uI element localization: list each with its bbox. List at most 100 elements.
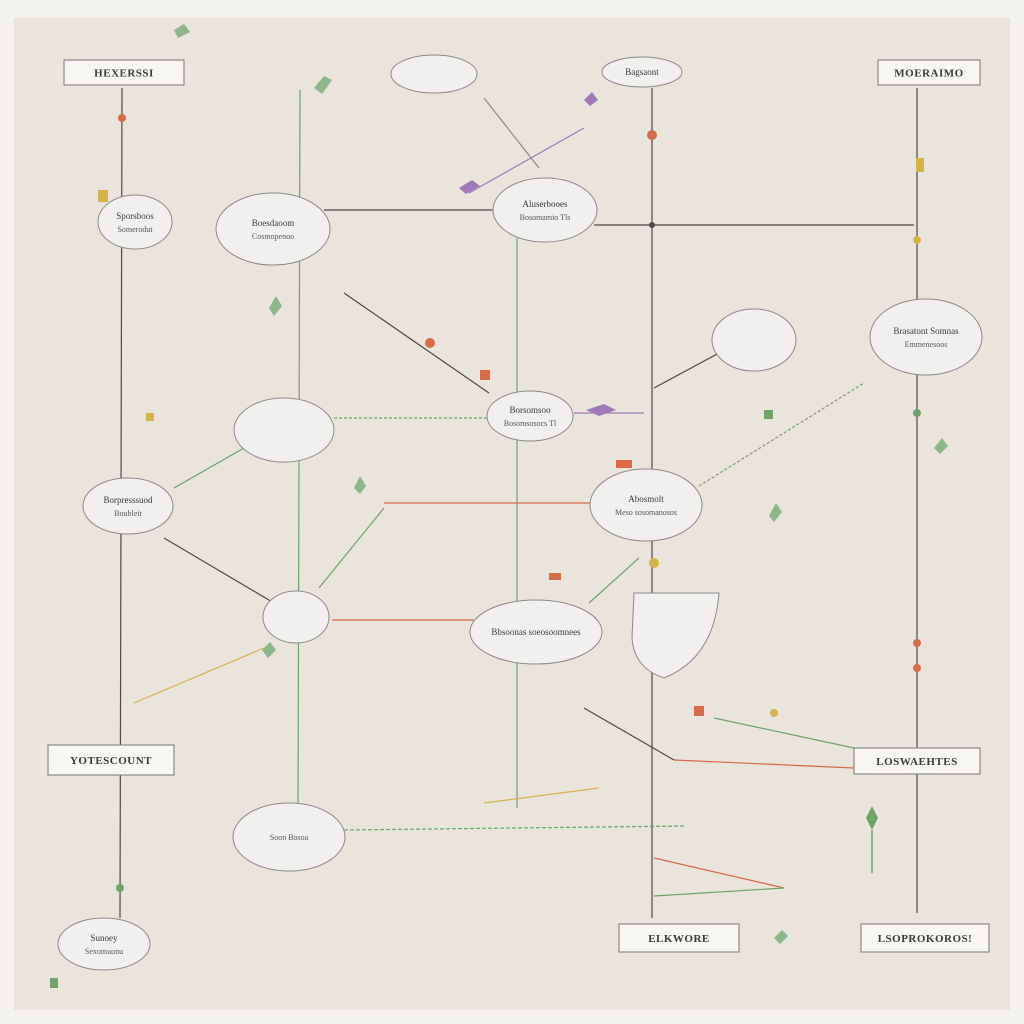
node-shape [869,298,983,376]
node-n12[interactable] [262,590,330,644]
marker-square [50,978,58,988]
node-label: Bbsoonas soeosoomnees [491,627,581,637]
node-shape [469,599,603,665]
label-box-mr[interactable]: LOSWAEHTES [853,747,981,775]
node-shape [82,477,174,535]
label-box-bc[interactable]: ELKWORE [618,923,740,953]
diag-10 [483,97,540,169]
link-bottom [343,825,685,831]
marker-leaf [769,503,782,522]
marker-dot [913,664,921,672]
node-shape [589,468,703,542]
label-box-tl[interactable]: HEXERSSI [63,59,185,86]
marker-leaf [262,642,276,658]
marker-dot [425,338,435,348]
marker-leaf [774,930,788,944]
diag-4 [318,507,385,589]
connectors [119,87,918,919]
label-box-shape [877,59,981,86]
marker-dot [770,709,778,717]
label-box-text: LSOPROKOROS! [878,933,973,945]
marker-leaf [584,92,598,106]
marker-leaf [866,806,878,830]
node-label: Brasatont Somnas [893,326,959,336]
node-label: Sporsboos [116,211,154,221]
diag-3 [163,537,275,604]
node-shape [97,194,173,250]
marker-dot [116,884,124,892]
marker-leaf [459,180,480,194]
label-box-br[interactable]: LSOPROKOROS! [860,923,990,953]
marker-dot [649,558,659,568]
marker-leaf [934,438,948,454]
label-box-shape [47,744,175,776]
marker-square [764,410,773,419]
label-box-tr[interactable]: MOERAIMO [877,59,981,86]
marker-square [916,158,924,172]
node-label: Aluserbooes [523,199,568,209]
diag-1 [343,292,490,394]
node-shape [215,192,331,266]
marker-square [480,370,490,380]
marker-leaf [174,24,190,38]
label-box-shape [618,923,740,953]
node-shape [57,917,151,971]
diag-15 [483,787,600,804]
node-n14[interactable]: Soon Bosoa [232,802,346,872]
node-shape [492,177,598,243]
node-partial-shape [631,592,720,679]
node-label: Boesdaoom [252,218,295,228]
node-n1[interactable] [390,54,478,94]
marker-leaf [314,76,332,94]
label-box-text: ELKWORE [648,933,710,945]
node-sublabel: Meso sosomanosos [615,508,677,517]
label-box-shape [853,747,981,775]
diag-11 [468,127,585,194]
label-box-text: HEXERSSI [94,68,154,80]
diag-9 [133,647,265,704]
node-sublabel: Soon Bosoa [270,833,309,842]
node-shape [262,590,330,644]
link-right-low [673,759,855,769]
node-shape [601,56,683,88]
label-box-shape [63,59,185,86]
diag-6 [653,352,720,389]
label-box-ml[interactable]: YOTESCOUNT [47,744,175,776]
diag-13 [653,857,785,889]
node-n2[interactable]: Bagsaont [601,56,683,88]
diag-7 [583,707,675,761]
node-shape [390,54,478,94]
node-sublabel: Bosomsosocs Tl [504,419,557,428]
label-boxes: HEXERSSI MOERAIMO YOTESCOUNT LOSWAEHTES ELKW… [47,59,990,953]
diag-8 [588,557,640,604]
diag-5 [698,382,865,487]
node-n8[interactable] [711,308,797,372]
node-label: Borsomsoo [509,405,551,415]
node-label: Borpresssuod [104,495,153,505]
node-label: Bagsaont [625,67,659,77]
node-sublabel: Bosomamio Tls [520,213,571,222]
label-box-shape [860,923,990,953]
node-sublabel: Cosmopenoo [252,232,294,241]
node-n13[interactable]: Bbsoonas soeosoomnees [469,599,603,665]
markers [50,24,948,988]
diag-2 [173,447,245,489]
label-box-text: MOERAIMO [894,68,963,80]
node-n6[interactable] [233,397,335,463]
marker-square [549,573,561,580]
marker-dot [913,639,921,647]
marker-leaf [586,404,616,416]
node-shape [232,802,346,872]
node-sublabel: Boubleit [114,509,142,518]
